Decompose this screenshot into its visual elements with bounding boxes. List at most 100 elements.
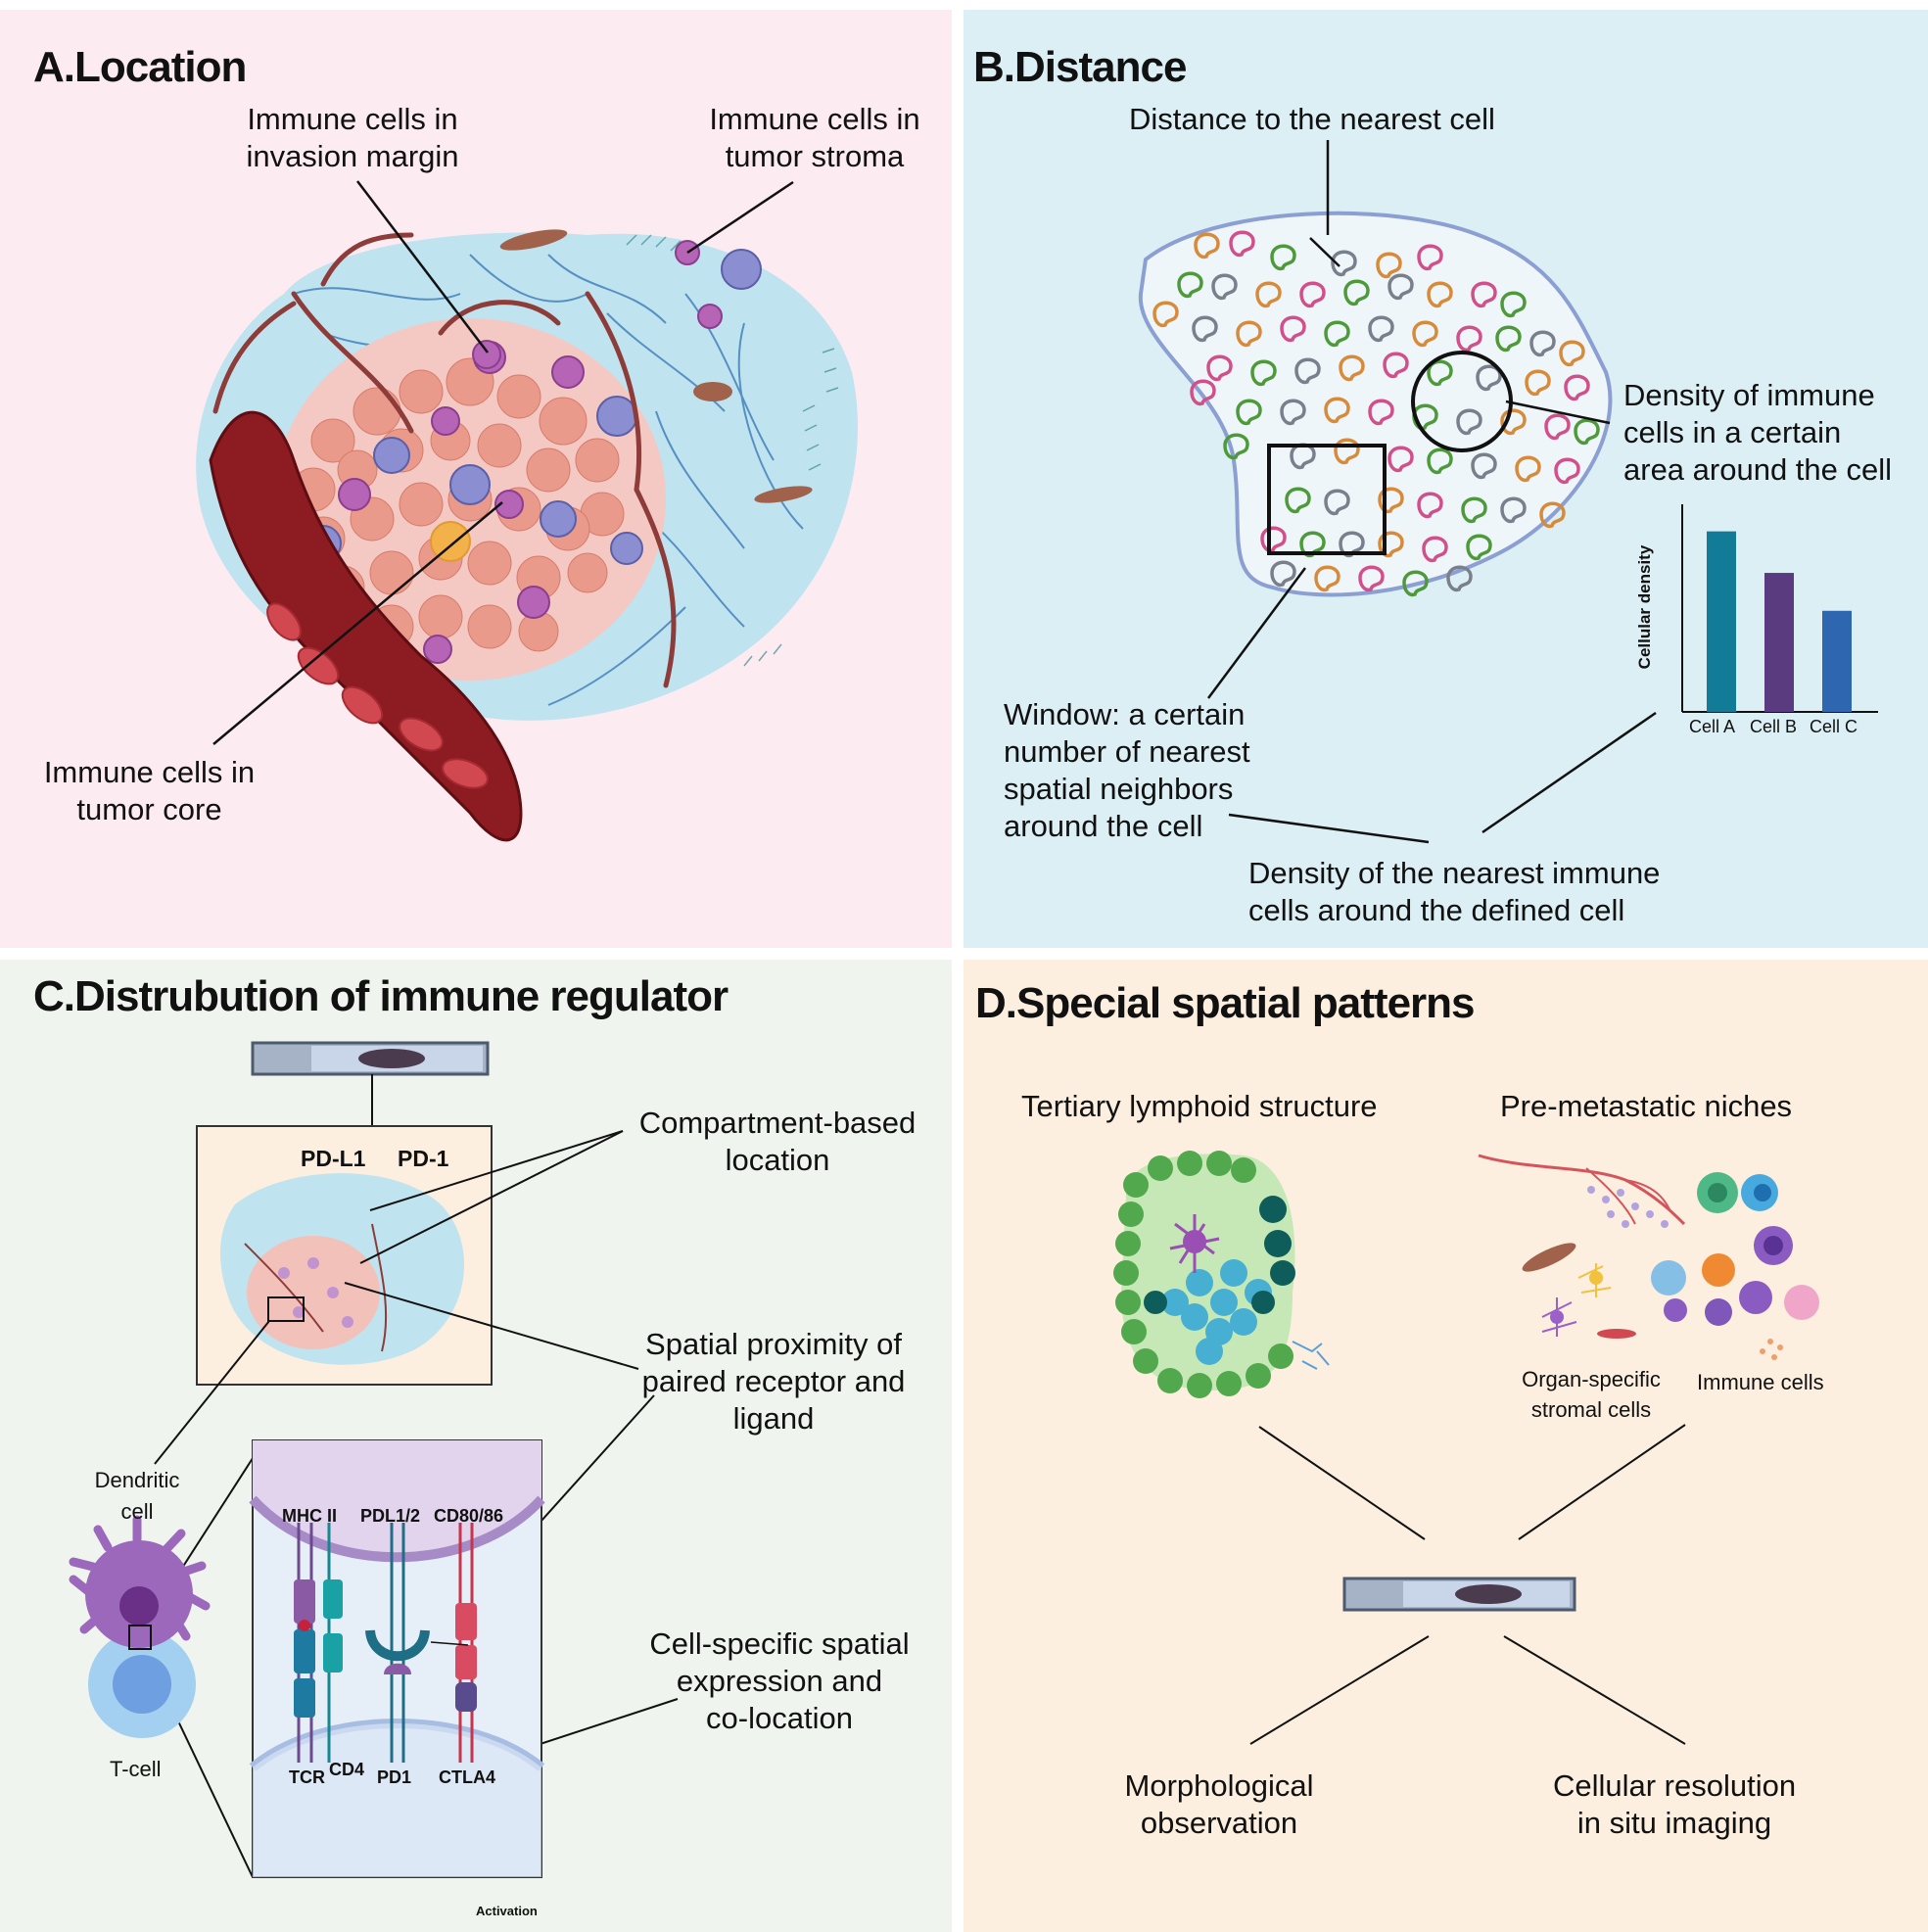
panel-b-title: B.Distance — [973, 43, 1187, 91]
label-in-situ-imaging: Cellular resolution in situ imaging — [1523, 1767, 1826, 1842]
tissue-cell — [1427, 281, 1453, 308]
tissue-cell — [1525, 369, 1551, 397]
label-ctla4: CTLA4 — [439, 1767, 495, 1787]
pre-metastatic-niche — [1478, 1154, 1819, 1360]
label-imaging-line1: Cellular resolution — [1552, 1768, 1797, 1803]
tissue-cell — [1236, 399, 1262, 426]
label-tumor-core-line1: Immune cells in — [43, 755, 256, 789]
label-pd-1: PD-1 — [398, 1146, 449, 1171]
tissue-cell — [1539, 501, 1566, 529]
tissue-cell — [1427, 359, 1453, 387]
tissue-cell — [1564, 374, 1590, 401]
label-invasion-margin-line2: invasion margin — [246, 139, 459, 173]
tissue-cell — [1461, 496, 1487, 524]
tissue-cell — [1412, 320, 1438, 348]
tissue-cell — [1495, 325, 1522, 353]
label-proximity-line1: Spatial proximity of — [645, 1327, 902, 1361]
tissue-cell — [1299, 281, 1326, 308]
tissue-cell — [1270, 244, 1296, 271]
label-cell-specific-line2: expression and — [676, 1664, 883, 1698]
label-stromal-line2: stromal cells — [1530, 1397, 1652, 1422]
tissue-cell — [1152, 301, 1179, 328]
label-density-area-line1: Density of immune — [1623, 378, 1875, 412]
tissue-cell — [1343, 279, 1370, 306]
tissue-cell — [1294, 357, 1321, 385]
label-distance-nearest: Distance to the nearest cell — [1129, 102, 1495, 136]
slide-illustration-c — [251, 1041, 490, 1126]
tissue-cell — [1500, 408, 1527, 436]
label-window-line3: spatial neighbors — [1004, 772, 1234, 806]
chart-y-label: Cellular density — [1635, 544, 1654, 670]
tissue-cell — [1280, 399, 1306, 426]
tissue-cell — [1236, 320, 1262, 348]
label-cell-specific-line1: Cell-specific spatial — [649, 1626, 910, 1661]
tissue-cell — [1368, 399, 1394, 426]
tissue-cell — [1324, 489, 1350, 516]
label-nearest-density: Density of the nearest immune cells arou… — [1248, 855, 1660, 929]
tissue-cell — [1206, 354, 1233, 382]
tissue-cell — [1324, 320, 1350, 348]
tumor-inset — [196, 1125, 493, 1386]
label-tumor-stroma: Immune cells in tumor stroma — [697, 101, 932, 175]
tissue-cell — [1255, 281, 1282, 308]
label-morphological-line1: Morphological — [1124, 1768, 1314, 1803]
panel-c-title: C.Distrubution of immune regulator — [33, 972, 729, 1020]
tissue-cell — [1383, 352, 1409, 379]
label-tumor-stroma-line2: tumor stroma — [725, 139, 905, 173]
label-proximity-line3: ligand — [732, 1401, 815, 1436]
tissue-cell — [1376, 252, 1402, 279]
panel-d-leader-lines — [1249, 1424, 1686, 1745]
panel-a-title: A.Location — [33, 43, 247, 91]
label-tumor-core-line2: tumor core — [76, 792, 222, 826]
label-morphological: Morphological observation — [1087, 1767, 1351, 1842]
label-mhc-ii: MHC II — [282, 1506, 337, 1526]
label-activation: Activation — [476, 1904, 538, 1918]
tissue-cell — [1466, 534, 1492, 561]
label-stromal-line1: Organ-specific — [1522, 1367, 1661, 1391]
tissue-cell — [1456, 325, 1482, 353]
label-imaging-line2: in situ imaging — [1576, 1806, 1772, 1840]
slide-illustration-d — [1342, 1577, 1576, 1612]
label-pd1: PD1 — [377, 1767, 412, 1787]
tissue-cell — [1314, 565, 1340, 592]
label-dendritic-cell: Dendritic cell — [78, 1465, 196, 1528]
tissue-cell — [1529, 330, 1556, 357]
chart-tick-cell-c: Cell C — [1810, 717, 1858, 736]
density-bar-chart — [1681, 504, 1878, 713]
bar-cell-c — [1822, 610, 1852, 712]
tissue-cell — [1250, 359, 1277, 387]
label-cd80-86: CD80/86 — [434, 1506, 504, 1526]
window-square — [1267, 444, 1387, 555]
tissue-cell — [1515, 455, 1541, 483]
tissue-cell — [1358, 565, 1385, 592]
label-invasion-margin: Immune cells in invasion margin — [235, 101, 470, 175]
tissue-cell — [1446, 565, 1473, 592]
label-cell-specific-line3: co-location — [706, 1701, 853, 1735]
panel-a-leader-lines — [212, 180, 794, 745]
tissue-cell — [1471, 452, 1497, 480]
label-dendritic-line2: cell — [120, 1499, 154, 1524]
tissue-cell — [1270, 560, 1296, 588]
label-window: Window: a certain number of nearest spat… — [1004, 696, 1250, 845]
tissue-cell — [1324, 397, 1350, 424]
tissue-cell — [1427, 448, 1453, 475]
panel-d-background — [964, 960, 1928, 1932]
tumor-illustration — [196, 229, 859, 842]
label-tertiary-lymphoid: Tertiary lymphoid structure — [1021, 1089, 1378, 1123]
label-window-line2: number of nearest — [1004, 734, 1250, 769]
tissue-cell — [1387, 273, 1414, 301]
tissue-cell — [1412, 403, 1438, 431]
synapse-inset — [249, 1439, 545, 1878]
panel-d-title: D.Special spatial patterns — [975, 979, 1476, 1027]
panel-b-leader-lines — [1206, 140, 1657, 844]
tissue-cell — [1339, 354, 1365, 382]
label-nearest-density-line1: Density of the nearest immune — [1248, 856, 1661, 890]
bar-cell-a — [1707, 531, 1736, 712]
label-nearest-density-line2: cells around the defined cell — [1248, 893, 1625, 927]
tissue-cell — [1471, 281, 1497, 308]
tissue-cell — [1334, 438, 1360, 465]
label-tcr: TCR — [289, 1767, 325, 1787]
tissue-cell — [1280, 315, 1306, 343]
label-proximity-line2: paired receptor and — [641, 1364, 906, 1398]
chart-tick-cell-a: Cell A — [1689, 717, 1736, 736]
